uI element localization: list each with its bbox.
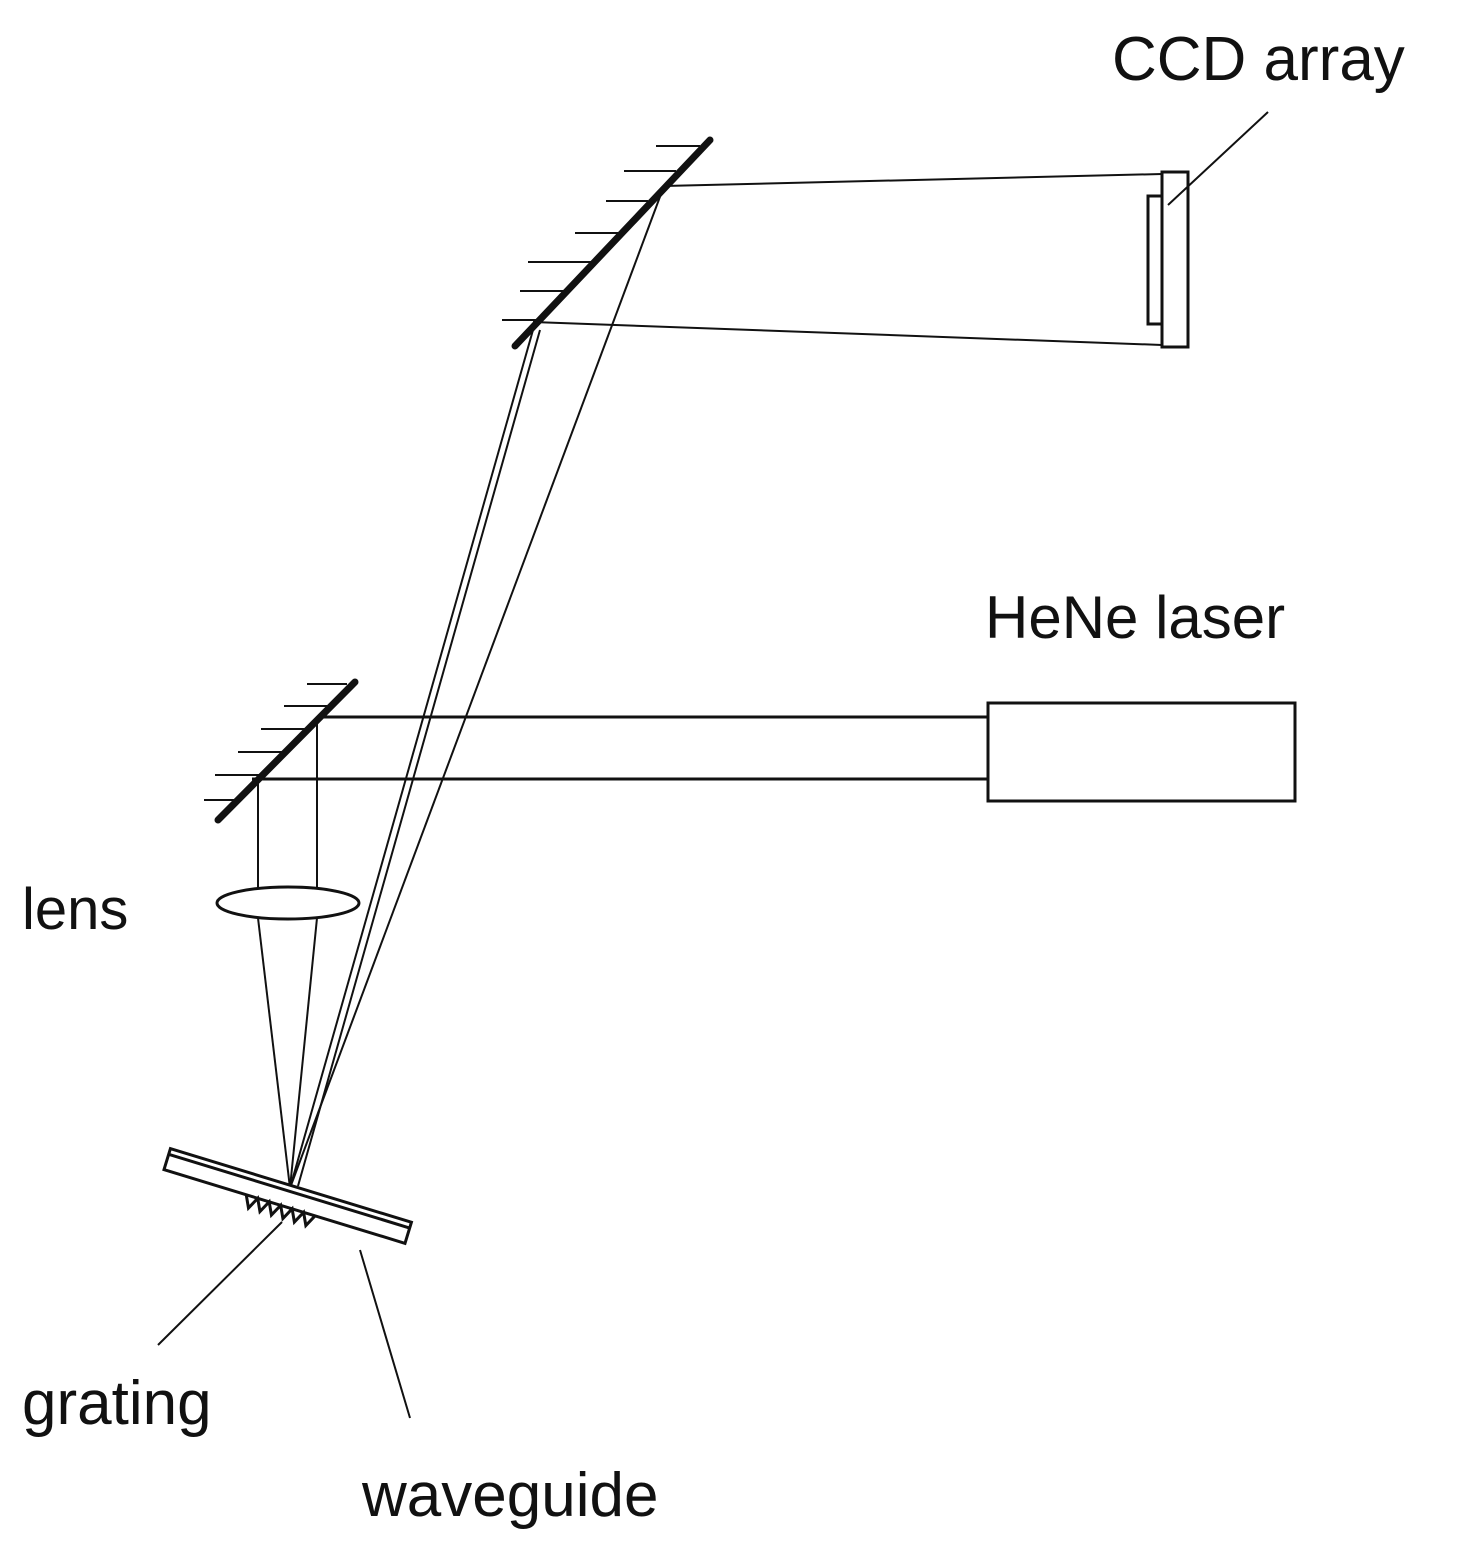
upper-mirror-surface (511, 136, 714, 350)
lower-mirror-surface (214, 678, 359, 824)
upper-mirror-hatching (502, 145, 700, 321)
ccd-array-label: CCD array (1112, 25, 1405, 94)
diffracted-beam (289, 185, 665, 1189)
hene-laser (986, 701, 1297, 803)
waveguide-film (168, 1152, 411, 1230)
lower-mirror-hatching (204, 683, 347, 801)
ccd-sensor (1146, 194, 1164, 326)
ccd-leader (1167, 111, 1269, 206)
hene-laser-label: HeNe laser (985, 584, 1285, 651)
laser-beam (252, 715, 988, 781)
ccd-beam (532, 173, 1163, 346)
waveguide-label: waveguide (361, 1461, 658, 1530)
lens (215, 885, 361, 921)
ccd-array (1146, 111, 1269, 349)
focused-beam (257, 917, 318, 1189)
lens-label: lens (22, 877, 128, 942)
grating-teeth (244, 1194, 317, 1229)
lens-input-beam (257, 717, 318, 892)
waveguide-leader (359, 1249, 411, 1419)
grating-leader (157, 1221, 283, 1346)
laser-body (986, 701, 1297, 803)
waveguide-grating (162, 1146, 414, 1246)
grating-label: grating (22, 1369, 212, 1438)
lens-element (215, 885, 361, 921)
lower-mirror (204, 678, 359, 824)
upper-mirror (502, 136, 714, 350)
